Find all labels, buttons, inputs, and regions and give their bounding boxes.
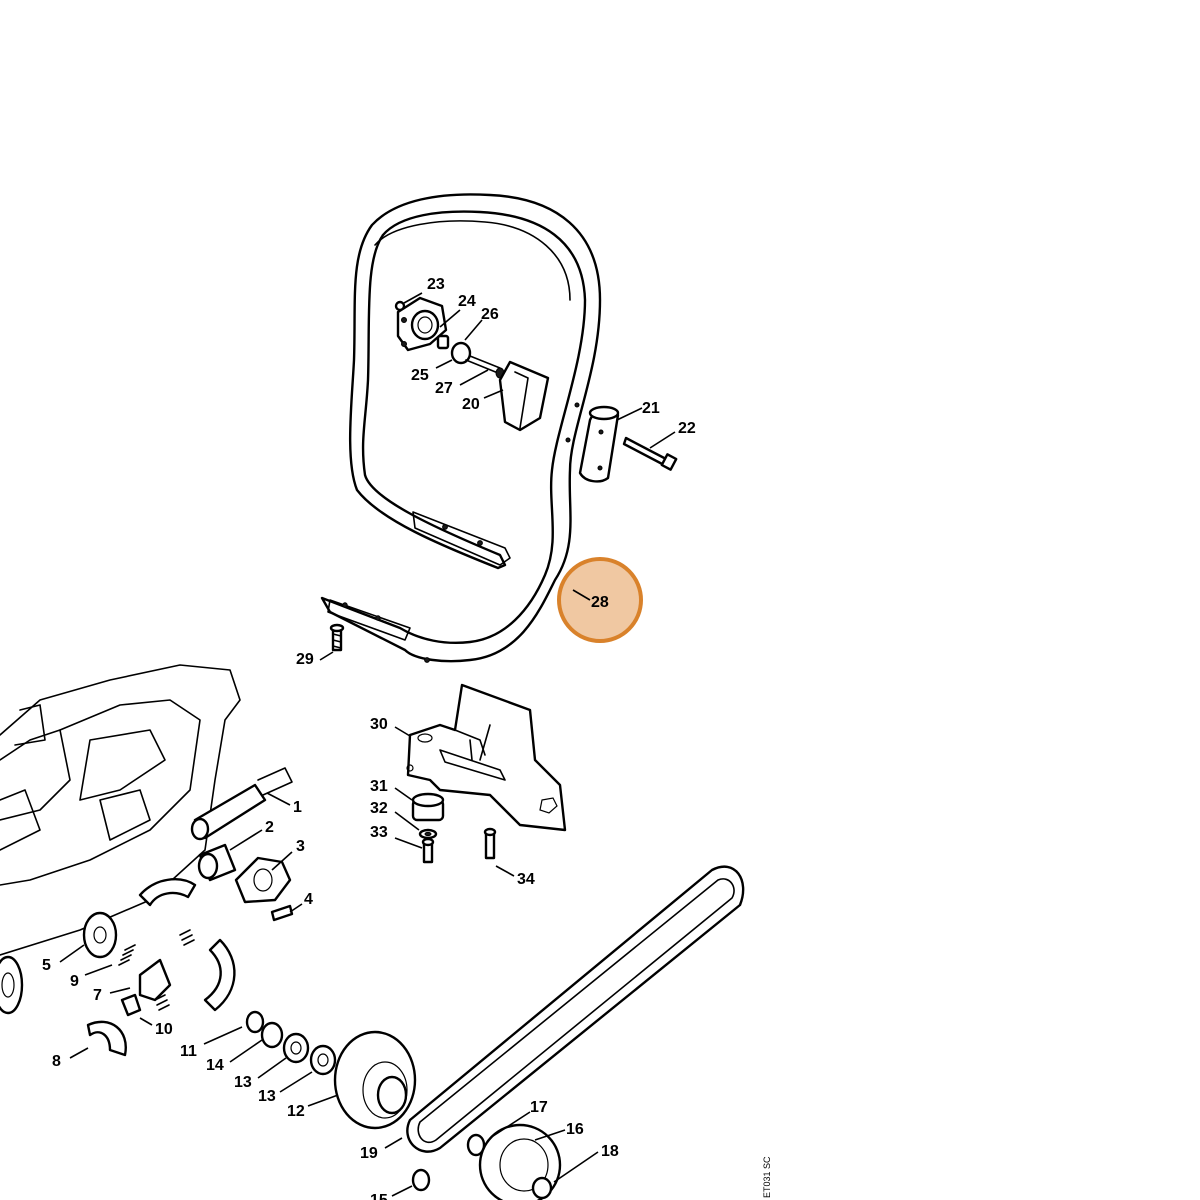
callout-23[interactable]: 23 [427, 276, 445, 293]
callout-28[interactable]: 28 [591, 594, 609, 611]
callout-29[interactable]: 29 [296, 651, 314, 668]
engine-housing [0, 664, 241, 1015]
callout-13a[interactable]: 13 [234, 1074, 252, 1091]
callout-14[interactable]: 14 [206, 1057, 224, 1074]
clamp-and-screw [578, 405, 678, 483]
callout-5[interactable]: 5 [42, 957, 51, 974]
callout-9[interactable]: 9 [70, 973, 79, 990]
callout-20[interactable]: 20 [462, 396, 480, 413]
drawing-code: ET031 SC [762, 1156, 772, 1198]
callout-30[interactable]: 30 [370, 716, 388, 733]
highlight-marker-28[interactable] [557, 557, 643, 643]
callout-27[interactable]: 27 [435, 380, 453, 397]
callout-11[interactable]: 11 [180, 1043, 197, 1060]
v-belt [406, 865, 745, 1153]
callout-2[interactable]: 2 [265, 819, 274, 836]
bracket-30 [406, 683, 567, 832]
callout-13b[interactable]: 13 [258, 1088, 276, 1105]
callout-15[interactable]: 15 [370, 1192, 388, 1200]
callout-24[interactable]: 24 [458, 293, 476, 310]
callout-18[interactable]: 18 [601, 1143, 619, 1160]
pulley-assembly [466, 1123, 562, 1200]
callout-16[interactable]: 16 [566, 1121, 584, 1138]
callout-26[interactable]: 26 [481, 306, 499, 323]
callout-1[interactable]: 1 [293, 799, 302, 816]
buffer-mount-assembly [394, 296, 550, 432]
callout-34[interactable]: 34 [517, 871, 535, 888]
callout-21[interactable]: 21 [642, 400, 660, 417]
callout-17[interactable]: 17 [530, 1099, 548, 1116]
callout-4[interactable]: 4 [304, 891, 313, 908]
callout-33[interactable]: 33 [370, 824, 388, 841]
leader-lines [59, 292, 676, 1197]
drum-and-bearings [245, 1010, 431, 1192]
callout-12[interactable]: 12 [287, 1103, 305, 1120]
callout-25[interactable]: 25 [411, 367, 429, 384]
handle-frame [320, 193, 602, 663]
callout-10[interactable]: 10 [155, 1021, 173, 1038]
callout-3[interactable]: 3 [296, 838, 305, 855]
callout-8[interactable]: 8 [52, 1053, 61, 1070]
callout-19[interactable]: 19 [360, 1145, 378, 1162]
callout-32[interactable]: 32 [370, 800, 388, 817]
callout-31[interactable]: 31 [370, 778, 388, 795]
clutch-parts [82, 767, 294, 1057]
callout-labels: 1 2 3 4 5 7 8 9 10 11 12 13 13 14 15 16 … [42, 276, 696, 1200]
callout-22[interactable]: 22 [678, 420, 696, 437]
buffer-and-fasteners [411, 792, 497, 864]
callout-7[interactable]: 7 [93, 987, 102, 1004]
screw-29 [329, 623, 345, 652]
